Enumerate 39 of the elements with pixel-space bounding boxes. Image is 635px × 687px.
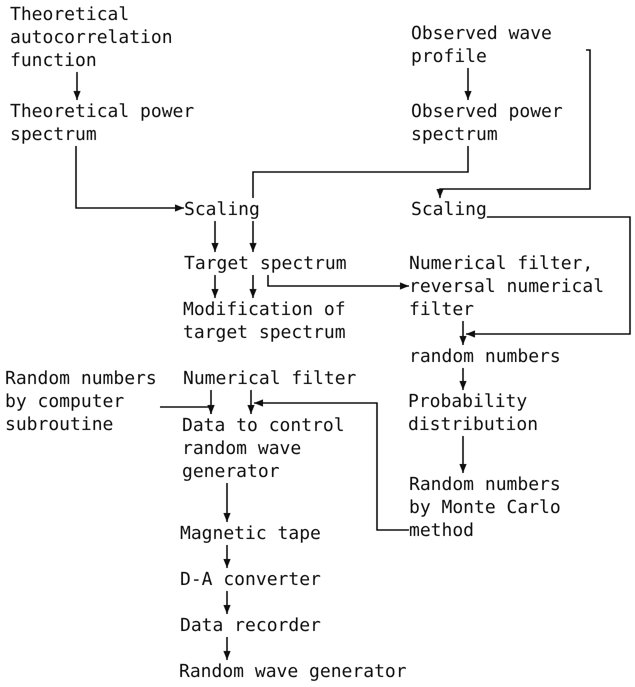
arrow	[223, 591, 231, 614]
arrow	[459, 368, 467, 390]
arrow	[267, 275, 409, 290]
step-text: Observed wave profile	[411, 22, 586, 68]
arrow	[466, 216, 631, 338]
step-text: D-A converter	[180, 568, 321, 591]
arrow	[459, 436, 467, 473]
arrow	[436, 49, 591, 198]
step-text: Data to control random wave generator	[182, 414, 362, 483]
step-text: Observed power spectrum	[411, 100, 571, 146]
arrow	[254, 399, 409, 531]
arrow	[249, 275, 257, 298]
arrow	[249, 221, 257, 252]
arrow	[247, 390, 255, 414]
step-text: random numbers	[409, 345, 561, 368]
step-text: Magnetic tape	[180, 522, 321, 545]
step-text: Target spectrum	[184, 252, 347, 275]
arrow	[75, 146, 184, 212]
step-text: Modification of target spectrum	[183, 298, 363, 344]
arrow	[223, 483, 231, 522]
arrow	[223, 637, 231, 660]
arrow	[73, 72, 81, 100]
step-text: Scaling	[411, 198, 487, 221]
step-text: Random numbers by computer subroutine	[5, 367, 160, 436]
arrow	[211, 221, 219, 252]
step-text: Random wave generator	[179, 660, 407, 683]
arrow	[207, 390, 215, 414]
step-text: Theoretical autocorrelation function	[10, 3, 190, 72]
step-text: Data recorder	[180, 614, 321, 637]
step-text: Numerical filter, reversal numerical filter	[409, 252, 614, 321]
step-text: Theoretical power spectrum	[10, 100, 200, 146]
step-text: Scaling	[184, 198, 260, 221]
arrow	[459, 321, 467, 345]
arrow	[223, 545, 231, 568]
step-text: Probability distribution	[408, 390, 548, 436]
step-text: Numerical filter	[183, 367, 356, 390]
step-text: Random numbers by Monte Carlo method	[409, 473, 569, 542]
arrow	[464, 68, 472, 100]
arrow	[211, 275, 219, 298]
